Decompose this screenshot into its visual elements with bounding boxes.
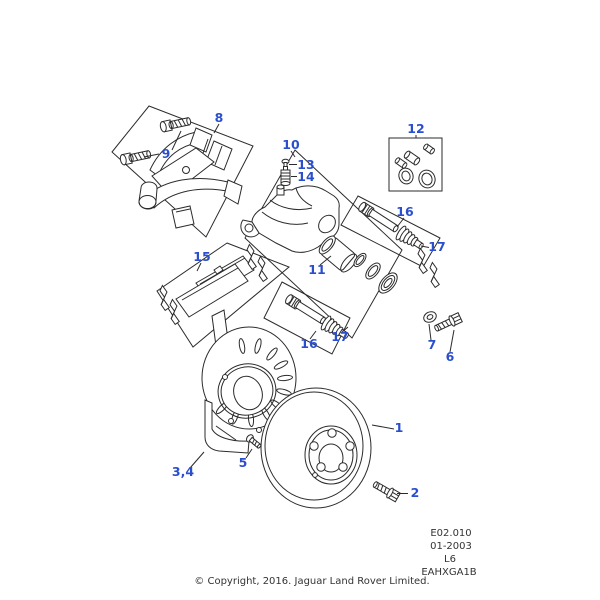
callout-3-4[interactable]: 3,4 <box>172 464 194 479</box>
pads-group-box <box>156 242 290 348</box>
callout-16-upper[interactable]: 16 <box>396 204 414 219</box>
carrier-group-box <box>111 105 254 238</box>
guide-pin-box-lower <box>263 281 351 355</box>
wheel-bolt <box>370 478 402 503</box>
callout-7[interactable]: 7 <box>428 337 437 352</box>
callout-10[interactable]: 10 <box>282 137 300 152</box>
callout-16-lower[interactable]: 16 <box>300 336 318 351</box>
callout-17-upper[interactable]: 17 <box>428 239 445 254</box>
callout-11[interactable]: 11 <box>308 262 325 277</box>
model-code: L6 <box>444 554 456 565</box>
carrier-bolt-upper <box>158 115 193 133</box>
callout-12[interactable]: 12 <box>407 121 424 136</box>
carrier-bracket <box>138 127 243 229</box>
dust-shield <box>201 309 297 454</box>
callout-13[interactable]: 13 <box>297 157 314 172</box>
leader-lines <box>143 123 455 494</box>
bleed-screw <box>280 166 291 186</box>
callout-15[interactable]: 15 <box>193 249 210 264</box>
seal-repair-kit <box>394 143 436 189</box>
washer <box>423 311 437 323</box>
callout-14[interactable]: 14 <box>297 169 315 184</box>
figure-code: EAHXGA1B <box>421 567 476 578</box>
disc-retaining-screw <box>245 434 262 449</box>
brake-disc <box>260 387 372 509</box>
brake-pads <box>152 243 274 325</box>
copyright-text: © Copyright, 2016. Jaguar Land Rover Lim… <box>194 576 429 587</box>
callout-8[interactable]: 8 <box>215 110 224 125</box>
brake-caliper <box>240 184 340 253</box>
piston-seal-large <box>365 262 381 280</box>
callout-2[interactable]: 2 <box>411 485 420 500</box>
callout-9[interactable]: 9 <box>162 146 171 161</box>
drawing-number: E02.010 <box>430 528 471 539</box>
callout-17-lower[interactable]: 17 <box>331 329 348 344</box>
pad-retainer-clips <box>410 247 446 288</box>
bleed-screw-cap <box>281 158 290 167</box>
caliper-piston <box>318 235 358 273</box>
callout-1[interactable]: 1 <box>395 420 404 435</box>
caliper-bolt <box>432 311 463 335</box>
callouts: 8 9 10 13 14 12 16 17 15 11 16 17 7 6 3,… <box>162 110 455 500</box>
piston-dust-boot <box>378 272 398 294</box>
drawing-date: 01-2003 <box>430 541 472 552</box>
callout-5[interactable]: 5 <box>239 455 248 470</box>
drawing-code-block: E02.010 01-2003 L6 EAHXGA1B <box>421 528 476 578</box>
callout-6[interactable]: 6 <box>446 349 455 364</box>
carrier-bolt-lower <box>118 148 153 166</box>
guide-pin-lower <box>283 293 328 327</box>
piston-seal-small <box>353 252 367 268</box>
